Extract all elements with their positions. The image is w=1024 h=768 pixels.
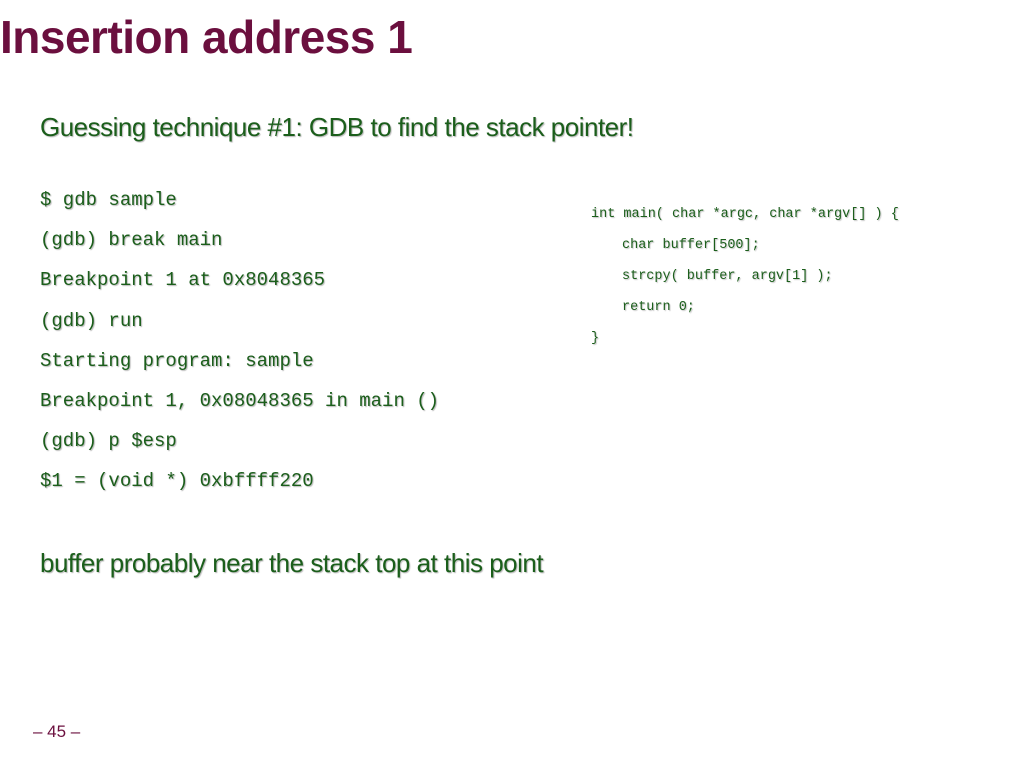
gdb-line: (gdb) break main bbox=[40, 229, 223, 252]
code-line: } bbox=[591, 331, 600, 346]
gdb-session-transcript: $ gdb sample (gdb) break main Breakpoint… bbox=[40, 180, 439, 502]
gdb-line: Starting program: sample bbox=[40, 349, 314, 372]
bullet-gdb-technique: Guessing technique #1: GDB to find the s… bbox=[40, 112, 634, 142]
code-line: char buffer[500]; bbox=[622, 238, 760, 253]
code-line: int main( char *argc, char *argv[] ) { bbox=[591, 207, 899, 222]
gdb-line: (gdb) p $esp bbox=[40, 430, 177, 453]
code-line: return 0; bbox=[622, 300, 695, 315]
gdb-line: (gdb) run bbox=[40, 309, 143, 332]
code-line: strcpy( buffer, argv[1] ); bbox=[622, 269, 833, 284]
c-source-code: int main( char *argc, char *argv[] ) { c… bbox=[591, 199, 899, 354]
gdb-line: $ gdb sample bbox=[40, 189, 177, 211]
bullet-buffer-location: buffer probably near the stack top at th… bbox=[40, 548, 544, 578]
gdb-line: Breakpoint 1, 0x08048365 in main () bbox=[40, 389, 440, 412]
gdb-line: Breakpoint 1 at 0x8048365 bbox=[40, 269, 326, 292]
gdb-line: $1 = (void *) 0xbffff220 bbox=[40, 470, 314, 493]
page-number: – 45 – bbox=[33, 722, 81, 741]
slide-title: Insertion address 1 bbox=[0, 11, 413, 63]
